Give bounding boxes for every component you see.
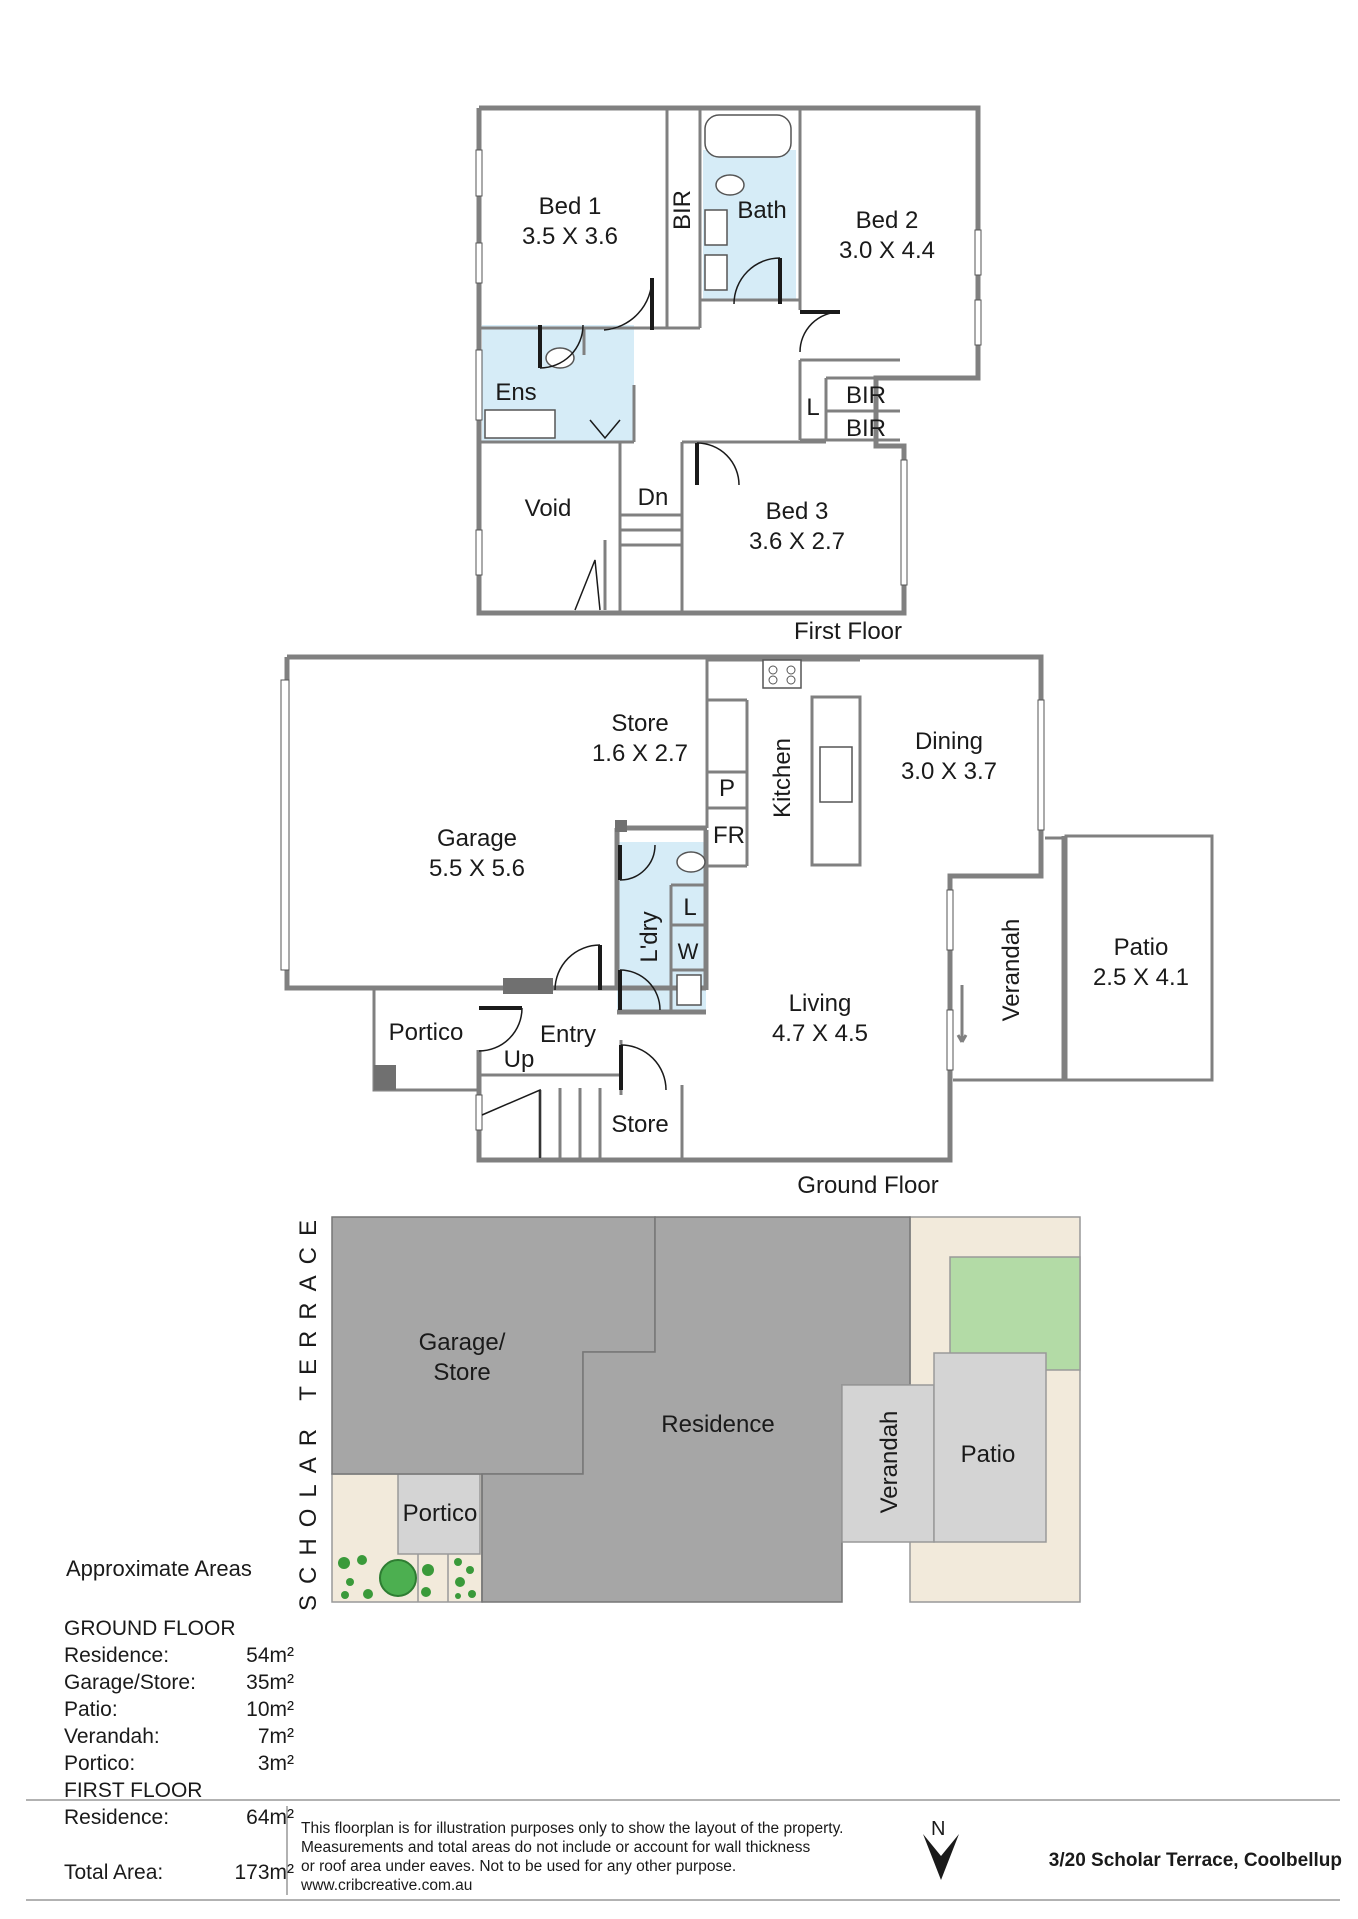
area-row: Garage/Store:35m² (64, 1671, 294, 1694)
bed3-label: Bed 3 (766, 498, 829, 525)
void-label: Void (525, 495, 572, 522)
site-portico-label: Portico (403, 1500, 478, 1527)
first-floor-title: First Floor (794, 618, 902, 645)
portico-area (397, 1473, 481, 1555)
garden-tree-icon (338, 1555, 476, 1599)
bir-1-label: BIR (846, 382, 886, 409)
vanity-icon (704, 254, 728, 291)
total-area-row: Total Area:173m² (64, 1861, 294, 1884)
stairs-down-label: Dn (638, 484, 669, 511)
sink-icon (819, 746, 853, 803)
areas-title: Approximate Areas (66, 1556, 252, 1581)
trough-icon (676, 974, 702, 1006)
first-floor-heading: FIRST FLOOR (64, 1779, 203, 1802)
dining-label: Dining (915, 728, 983, 755)
bir-top-label: BIR (669, 190, 696, 230)
area-row: Patio:10m² (64, 1698, 294, 1721)
pantry-label: P (719, 775, 735, 802)
living-dims: 4.7 X 4.5 (772, 1020, 868, 1047)
living-label: Living (789, 990, 852, 1017)
entry-label: Entry (540, 1021, 596, 1048)
stairs-up-label: Up (504, 1046, 535, 1073)
bed1-label: Bed 1 (539, 193, 602, 220)
dining-dims: 3.0 X 3.7 (901, 758, 997, 785)
area-row: Residence:54m² (64, 1644, 294, 1667)
basin-icon (484, 409, 556, 439)
store-bottom-label: Store (611, 1111, 668, 1138)
bed3-dims: 3.6 X 2.7 (749, 528, 845, 555)
store-top-dims: 1.6 X 2.7 (592, 740, 688, 767)
site-patio-label: Patio (961, 1441, 1016, 1468)
bed2-label: Bed 2 (856, 207, 919, 234)
toilet-icon (545, 347, 575, 369)
garage-label: Garage (437, 825, 517, 852)
site-verandah-label: Verandah (876, 1411, 903, 1514)
laundry-label: L'dry (636, 911, 663, 962)
first-linen-label: L (806, 394, 819, 421)
store-top-label: Store (611, 710, 668, 737)
site-residence-label: Residence (661, 1411, 774, 1438)
vanity-icon (704, 209, 728, 246)
ground-floor-plan (280, 654, 1214, 1163)
portico-label: Portico (389, 1019, 464, 1046)
ensuite-label: Ens (495, 379, 536, 406)
bed1-dims: 3.5 X 3.6 (522, 223, 618, 250)
toilet-icon (676, 851, 706, 873)
site-plan (331, 1216, 1081, 1603)
verandah-label: Verandah (998, 919, 1025, 1022)
north-arrow-icon (923, 1834, 959, 1880)
patio-label: Patio (1114, 934, 1169, 961)
ground-floor-heading: GROUND FLOOR (64, 1617, 236, 1640)
verandah-area (841, 1384, 935, 1543)
toilet-icon (715, 174, 745, 196)
bath-label: Bath (737, 197, 786, 224)
street-name-label: SCHOLAR TERRACE (295, 1209, 322, 1611)
first-floor-plan (475, 105, 982, 616)
bir-2-label: BIR (846, 415, 886, 442)
bed2-dims: 3.0 X 4.4 (839, 237, 935, 264)
shower-icon (589, 419, 621, 440)
website-link[interactable]: www.cribcreative.com.au (301, 1877, 473, 1894)
bathtub-icon (704, 114, 792, 158)
areas-table: GROUND FLOOR Residence:54m² Garage/Store… (64, 1615, 294, 1886)
lawn (949, 1256, 1081, 1371)
ground-floor-title: Ground Floor (797, 1172, 938, 1199)
garage-dims: 5.5 X 5.6 (429, 855, 525, 882)
fridge-label: FR (713, 822, 745, 849)
patio-area (933, 1352, 1047, 1543)
property-address: 3/20 Scholar Terrace, Coolbellup (1048, 1850, 1342, 1871)
area-row: Portico:3m² (64, 1752, 294, 1775)
area-row: Verandah:7m² (64, 1725, 294, 1748)
ground-linen-label: L (683, 894, 696, 921)
washer-label: W (678, 939, 699, 964)
site-garage-store-label-1: Garage/ (419, 1329, 506, 1356)
cooktop-icon (762, 659, 802, 689)
disclaimer: This floorplan is for illustration purpo… (301, 1819, 911, 1895)
north-label: N (931, 1818, 946, 1840)
kitchen-label: Kitchen (769, 738, 796, 818)
site-garage-store-label-2: Store (433, 1359, 490, 1386)
patio-dims: 2.5 X 4.1 (1093, 964, 1189, 991)
area-row: Residence:64m² (64, 1806, 294, 1829)
